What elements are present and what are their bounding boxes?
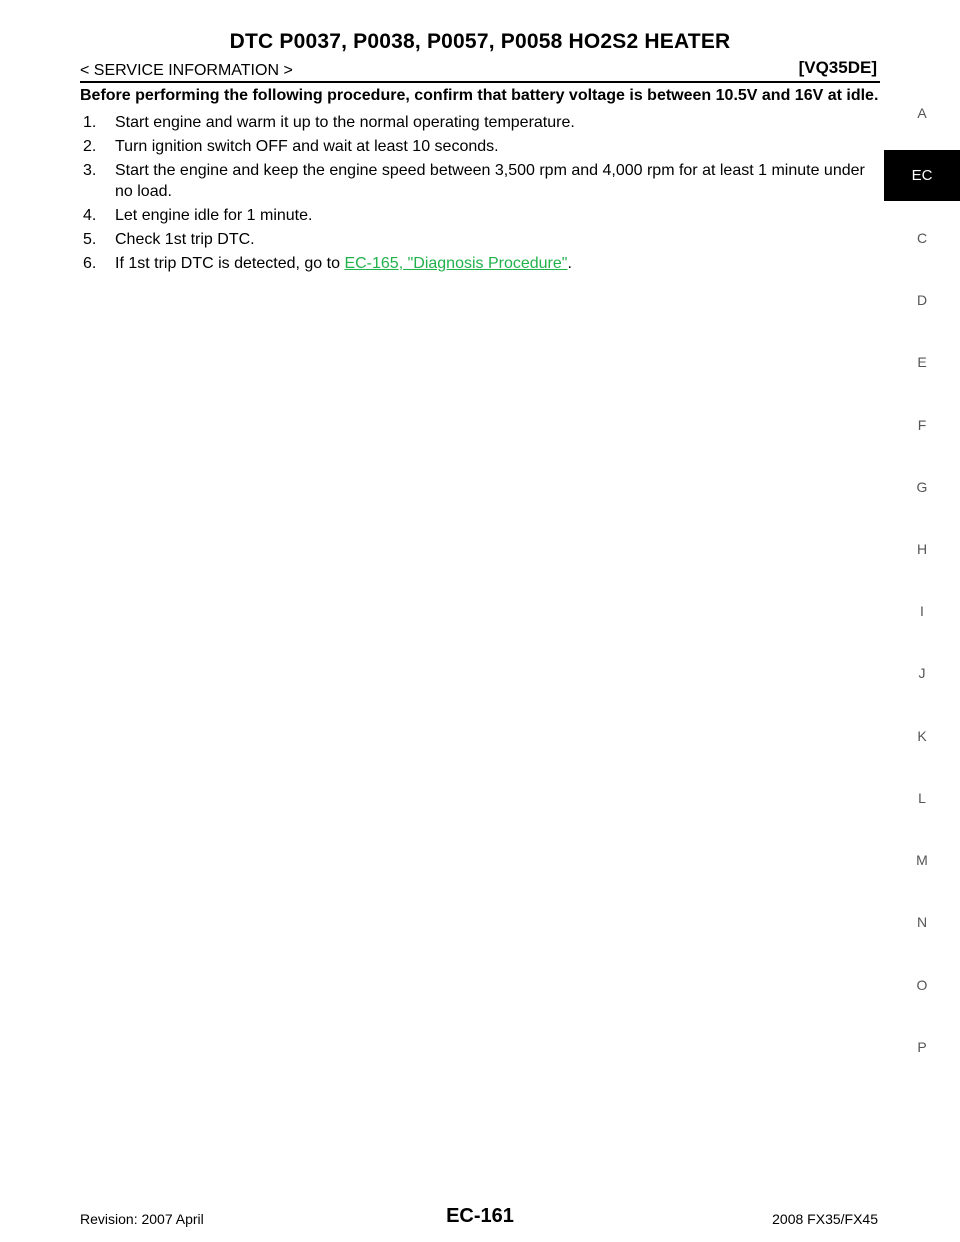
step-number: 1.	[83, 114, 97, 131]
index-tab-e[interactable]: E	[917, 354, 927, 370]
step-text: Let engine idle for 1 minute.	[115, 207, 313, 224]
page-title: DTC P0037, P0038, P0057, P0058 HO2S2 HEA…	[229, 30, 731, 53]
index-tab-j[interactable]: J	[918, 665, 926, 681]
procedure-content: Before performing the following procedur…	[80, 85, 880, 277]
index-tab-d[interactable]: D	[916, 292, 928, 308]
index-tab-p[interactable]: P	[917, 1039, 927, 1055]
step-text-end: .	[567, 255, 572, 272]
revision-label: Revision: 2007 April	[80, 1211, 204, 1227]
step-item: 3. Start the engine and keep the engine s…	[80, 160, 880, 202]
index-tab-i[interactable]: I	[920, 603, 924, 619]
index-tab-f[interactable]: F	[917, 417, 927, 433]
page-number: EC-161	[446, 1205, 514, 1227]
step-number: 3.	[83, 162, 97, 179]
step-item: 6. If 1st trip DTC is detected, go to EC-…	[80, 253, 880, 274]
step-item: 2. Turn ignition switch OFF and wait at l…	[80, 136, 880, 157]
step-text: If 1st trip DTC is detected, go to	[115, 255, 345, 272]
step-item: 1. Start engine and warm it up to the nor…	[80, 112, 880, 133]
step-text: Turn ignition switch OFF and wait at lea…	[115, 138, 499, 155]
model-label: 2008 FX35/FX45	[772, 1211, 878, 1227]
engine-label: [VQ35DE]	[798, 58, 877, 77]
step-number: 6.	[83, 255, 97, 272]
index-tab-h[interactable]: H	[916, 541, 928, 557]
step-item: 5. Check 1st trip DTC.	[80, 229, 880, 250]
step-text: Check 1st trip DTC.	[115, 231, 255, 248]
index-tab-l[interactable]: L	[918, 790, 926, 806]
index-tab-m[interactable]: M	[916, 852, 928, 868]
header-divider	[80, 81, 880, 83]
step-number: 4.	[83, 207, 97, 224]
index-tab-c[interactable]: C	[916, 230, 928, 246]
battery-note: Before performing the following procedur…	[80, 87, 879, 104]
index-tab-ec[interactable]: EC	[884, 150, 960, 201]
step-number: 2.	[83, 138, 97, 155]
section-label: < SERVICE INFORMATION >	[80, 62, 293, 79]
step-number: 5.	[83, 231, 97, 248]
procedure-steps: 1. Start engine and warm it up to the nor…	[80, 112, 880, 274]
index-tab-k[interactable]: K	[917, 728, 927, 744]
index-tab-o[interactable]: O	[916, 977, 928, 993]
step-item: 4. Let engine idle for 1 minute.	[80, 205, 880, 226]
step-text: Start the engine and keep the engine spe…	[115, 162, 865, 200]
index-tab-a[interactable]: A	[917, 105, 927, 121]
step-text: Start engine and warm it up to the norma…	[115, 114, 575, 131]
index-tab-g[interactable]: G	[916, 479, 928, 495]
diagnosis-procedure-link[interactable]: EC-165, "Diagnosis Procedure"	[344, 255, 568, 272]
index-tab-n[interactable]: N	[916, 914, 928, 930]
